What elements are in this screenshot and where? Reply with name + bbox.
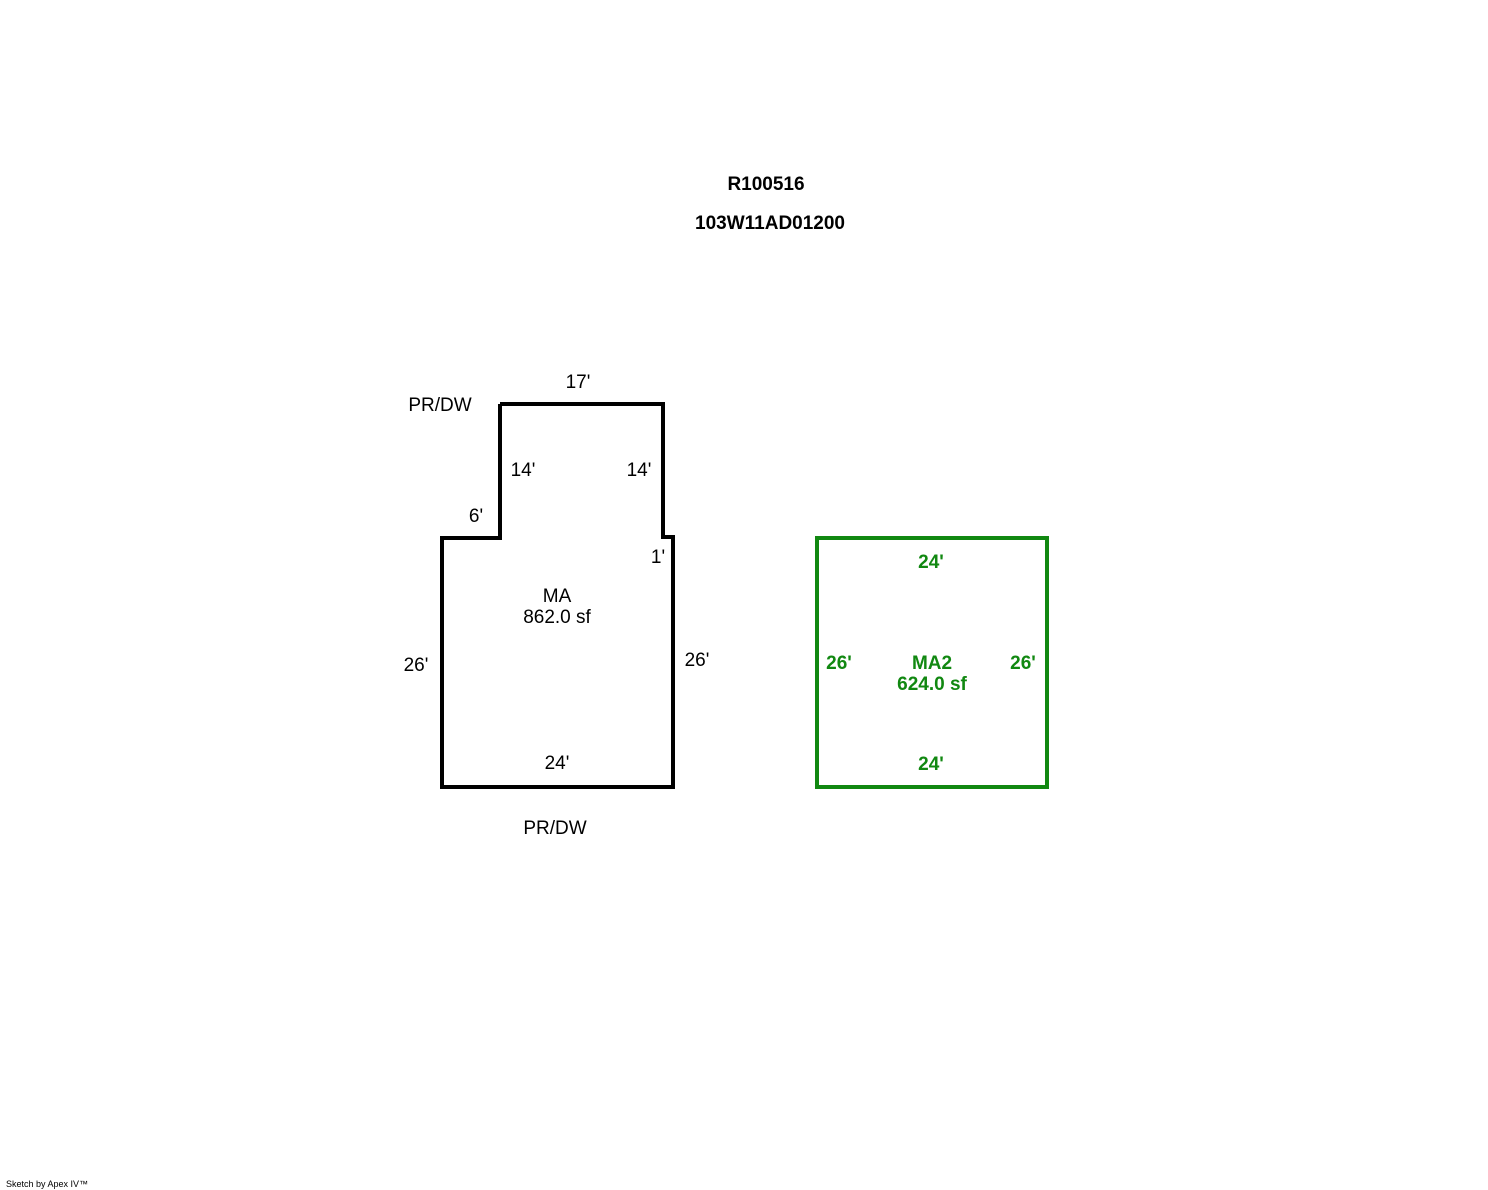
ma-inner-right-dimension: 14' <box>627 460 652 481</box>
ma-notch-dimension: 1' <box>651 547 665 568</box>
ma-inner-left-dimension: 14' <box>511 460 536 481</box>
ma2-bottom-dimension: 24' <box>918 754 944 775</box>
ma-top-dimension: 17' <box>566 372 591 393</box>
ma2-outline <box>815 536 1049 789</box>
ma2-top-dimension: 24' <box>918 552 944 573</box>
ma-area-label: 862.0 sf <box>523 607 591 628</box>
ma-step-dimension: 6' <box>469 506 483 527</box>
ma-adjacent-top-label: PR/DW <box>408 395 471 416</box>
ma-left-dimension: 26' <box>404 655 429 676</box>
footer-credit: Sketch by Apex IV™ <box>6 1179 88 1189</box>
ma2-code-label: MA2 <box>912 653 952 674</box>
ma-adjacent-bottom-label: PR/DW <box>523 818 586 839</box>
ma2-left-dimension: 26' <box>826 653 852 674</box>
ma-right-dimension: 26' <box>685 650 710 671</box>
ma-code-label: MA <box>543 586 572 607</box>
map-tax-lot: 103W11AD01200 <box>695 213 845 234</box>
account-id: R100516 <box>727 174 804 195</box>
ma2-right-dimension: 26' <box>1010 653 1036 674</box>
ma-bottom-dimension: 24' <box>545 753 570 774</box>
ma2-area-label: 624.0 sf <box>897 674 967 695</box>
ma-outline <box>440 402 675 789</box>
